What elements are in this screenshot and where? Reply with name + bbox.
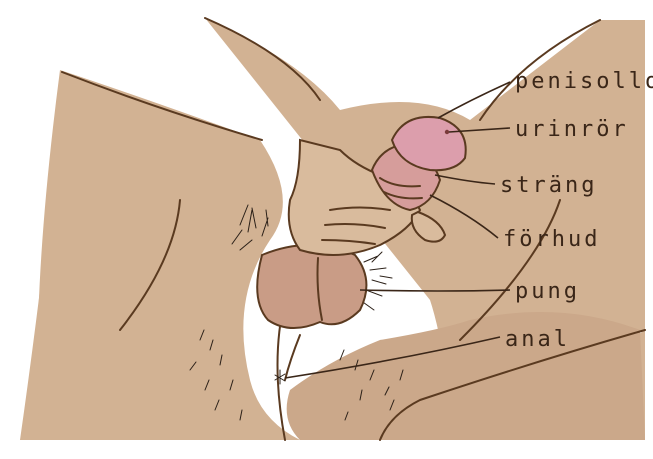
urethral-opening — [445, 130, 449, 134]
label-anus: anal — [505, 327, 570, 352]
label-foreskin: förhud — [503, 227, 600, 252]
label-urethra: urinrör — [515, 117, 629, 142]
right-thigh — [287, 312, 645, 440]
scrotum-shape — [257, 245, 366, 328]
label-frenulum: sträng — [500, 173, 597, 198]
perineum-line — [285, 335, 300, 380]
anus-mark — [275, 370, 285, 384]
left-thigh — [38, 70, 301, 440]
scrotum — [257, 245, 366, 328]
label-scrotum: pung — [515, 279, 580, 304]
label-glans: penisollon — [515, 69, 653, 94]
